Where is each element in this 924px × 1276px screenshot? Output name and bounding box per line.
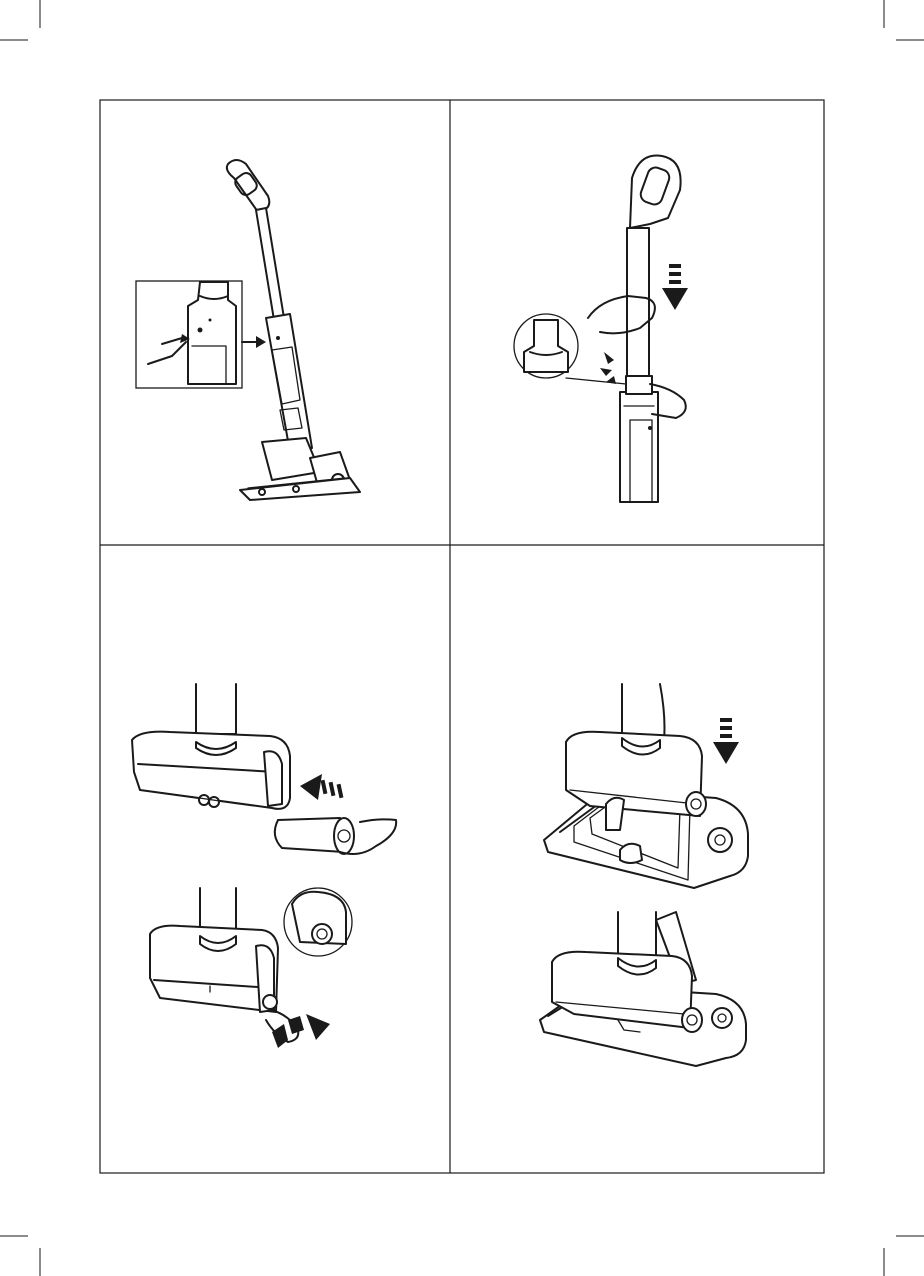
arrow-left-icon bbox=[300, 774, 343, 800]
detach-handle-button-icon bbox=[136, 160, 360, 500]
insert-handle-tube-icon bbox=[514, 155, 688, 502]
arrow-down-icon bbox=[662, 264, 688, 310]
arrow-down-icon bbox=[713, 718, 739, 764]
place-on-base-station-icon bbox=[540, 684, 748, 1066]
rotate-arrow-icon bbox=[272, 1014, 330, 1048]
insert-roller-brush-icon bbox=[132, 684, 396, 1048]
